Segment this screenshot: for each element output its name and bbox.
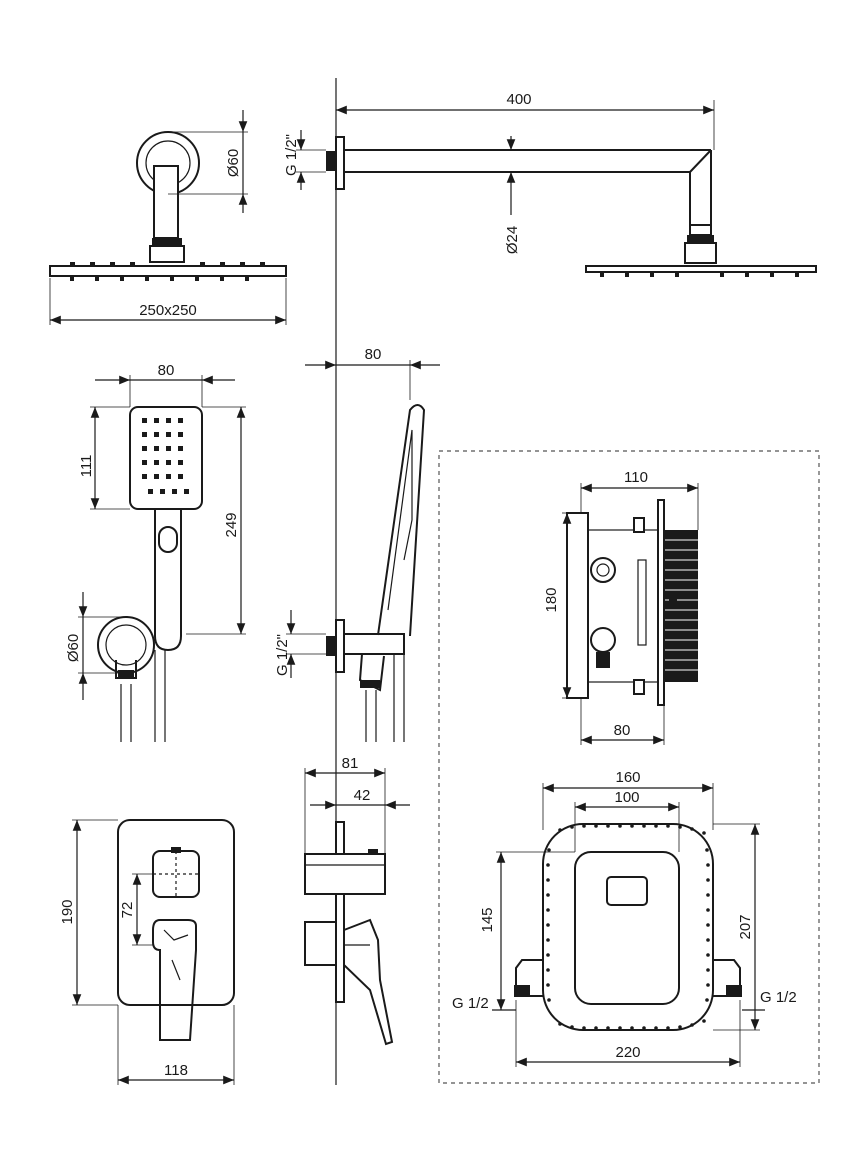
hand-shower-front-view: [97, 406, 203, 742]
dim-body-width: 110: [580, 469, 699, 530]
dim-mixer-depth-plate: 42: [310, 787, 410, 810]
dim-hand-width: 80: [95, 362, 235, 407]
svg-text:220: 220: [615, 1044, 640, 1061]
dim-body-depth: 80: [580, 698, 665, 745]
dim-head-thread: G 1/2": [283, 130, 326, 190]
svg-text:118: 118: [164, 1062, 188, 1079]
dim-box-total-width: 220: [515, 1000, 741, 1067]
svg-text:207: 207: [737, 914, 754, 939]
dim-box-inner-width: 100: [574, 789, 680, 852]
svg-text:Ø60: Ø60: [65, 634, 82, 662]
svg-text:42: 42: [354, 787, 371, 804]
svg-text:Ø24: Ø24: [504, 226, 521, 254]
concealed-box-front-view: [514, 823, 742, 1031]
dim-arm-length: 400: [336, 91, 715, 150]
svg-text:145: 145: [479, 907, 496, 932]
dim-plate-height: 190: [59, 819, 118, 1006]
svg-text:190: 190: [59, 899, 76, 924]
shower-head-front-view: [49, 131, 287, 281]
dim-box-height-outer: 207: [713, 823, 760, 1031]
svg-text:G 1/2": G 1/2": [274, 634, 291, 676]
dim-hand-head-height: 111: [78, 406, 130, 510]
svg-text:80: 80: [365, 346, 382, 363]
dim-body-height: 180: [543, 512, 572, 699]
svg-text:G 1/2: G 1/2: [452, 995, 489, 1012]
dim-diverter-spacing: 72: [119, 873, 153, 946]
svg-text:G 1/2: G 1/2: [760, 989, 797, 1006]
svg-text:G 1/2": G 1/2": [283, 134, 300, 176]
dim-flange-diameter: Ø60: [168, 110, 248, 213]
dim-inlet-right: G 1/2: [742, 989, 797, 1011]
concealed-body-side-view: [566, 499, 698, 706]
dim-box-height-inner: 145: [479, 851, 575, 1011]
svg-text:111: 111: [78, 455, 95, 478]
hand-shower-side-view: [326, 404, 426, 742]
dim-hand-total-height: 249: [186, 406, 246, 635]
svg-text:100: 100: [614, 789, 639, 806]
svg-text:250x250: 250x250: [139, 302, 197, 319]
svg-text:110: 110: [624, 469, 648, 486]
dim-head-size: 250x250: [49, 278, 287, 325]
svg-text:81: 81: [342, 755, 359, 772]
dim-plate-width: 118: [117, 1005, 235, 1085]
mixer-side-view: [304, 821, 394, 1046]
dim-holder-thread: G 1/2": [274, 610, 326, 678]
svg-text:400: 400: [506, 91, 531, 108]
svg-text:72: 72: [119, 902, 136, 919]
svg-text:Ø60: Ø60: [225, 149, 242, 177]
svg-text:249: 249: [223, 512, 240, 537]
shower-arm-side-view: [326, 136, 817, 277]
dim-mixer-depth-total: 81: [304, 755, 386, 854]
svg-text:80: 80: [158, 362, 175, 379]
dim-holder-diameter: Ø60: [65, 592, 126, 700]
svg-text:80: 80: [614, 722, 631, 739]
concealed-body-frame: [438, 450, 820, 1084]
mixer-plate-front-view: [117, 819, 235, 1041]
dim-box-outer-width: 160: [542, 769, 714, 830]
dim-inlet-left: G 1/2: [452, 995, 516, 1012]
dim-holder-depth: 80: [305, 346, 440, 400]
svg-text:160: 160: [615, 769, 640, 786]
svg-text:180: 180: [543, 587, 560, 612]
dim-arm-diameter: Ø24: [504, 136, 521, 254]
